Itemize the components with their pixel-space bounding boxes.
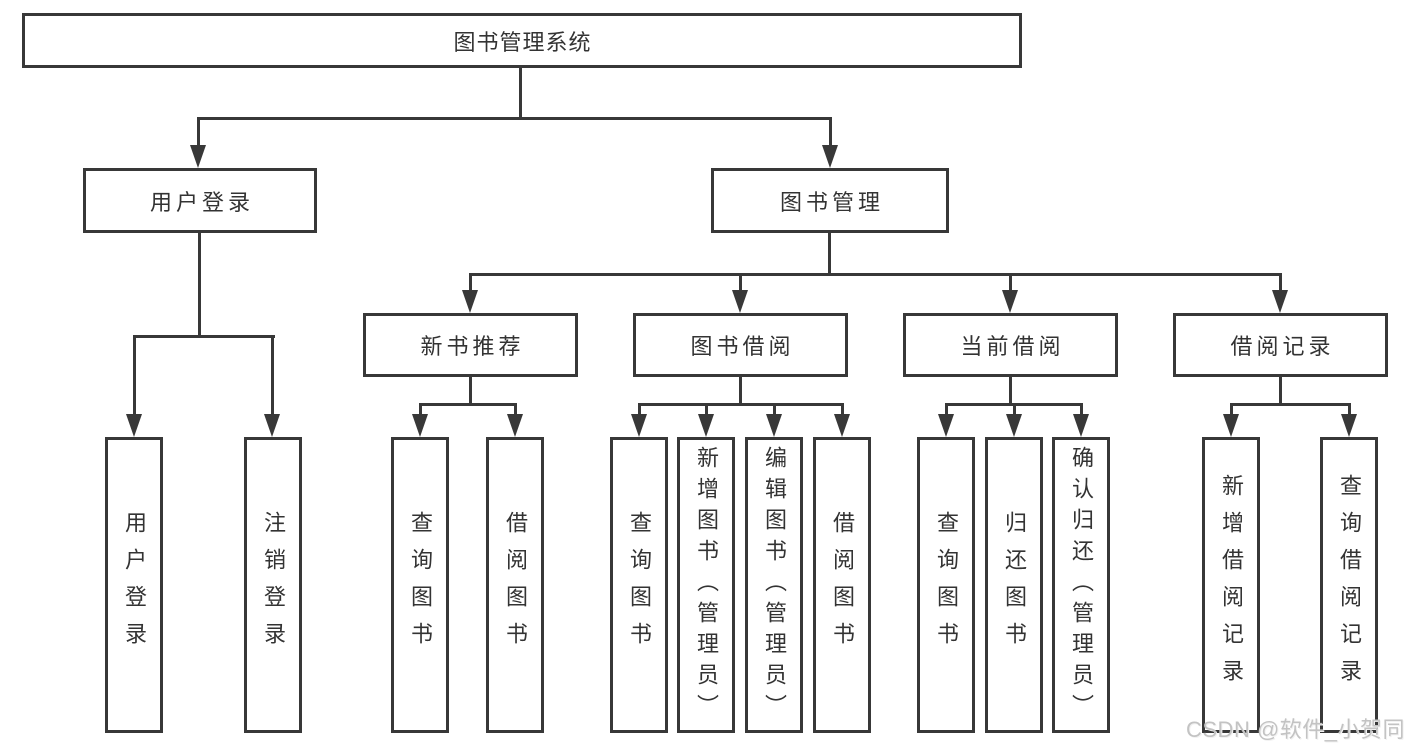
leaf-add-borrow-record-label: 新增借阅记录 (1219, 474, 1244, 696)
leaf-query-book-a: 查询图书 (391, 437, 449, 733)
connector-vline (133, 335, 136, 415)
connector-vline (1009, 273, 1012, 293)
leaf-edit-book-admin-label: 编辑图书（管理员） (762, 445, 787, 725)
arrowhead-down-icon (698, 414, 714, 437)
leaf-add-book-admin-label: 新增图书（管理员） (694, 445, 719, 725)
connector-vline (469, 273, 472, 293)
connector-vline (514, 403, 517, 417)
connector-vline (1230, 403, 1233, 417)
connector-vline (829, 117, 832, 147)
arrowhead-down-icon (462, 290, 478, 313)
leaf-borrow-book-b-label: 借阅图书 (830, 511, 855, 659)
arrowhead-down-icon (834, 414, 850, 437)
connector-vline (519, 67, 522, 117)
arrowhead-down-icon (507, 414, 523, 437)
node-book-borrow-label: 图书借阅 (690, 334, 795, 359)
arrowhead-down-icon (822, 145, 838, 168)
leaf-user-login: 用户登录 (105, 437, 163, 733)
connector-vline (773, 403, 776, 417)
connector-vline (828, 233, 831, 273)
node-current-borrow: 当前借阅 (903, 313, 1118, 377)
arrowhead-down-icon (1002, 290, 1018, 313)
leaf-logout-label: 注销登录 (261, 511, 286, 659)
leaf-edit-book-admin: 编辑图书（管理员） (745, 437, 803, 733)
arrowhead-down-icon (631, 414, 647, 437)
arrowhead-down-icon (938, 414, 954, 437)
connector-vline (1013, 403, 1016, 417)
node-book-borrow: 图书借阅 (633, 313, 848, 377)
connector-vline (1080, 403, 1083, 417)
leaf-borrow-book-a-label: 借阅图书 (503, 511, 528, 659)
node-new-book-recommend: 新书推荐 (363, 313, 578, 377)
connector-vline (1279, 273, 1282, 293)
arrowhead-down-icon (766, 414, 782, 437)
leaf-add-borrow-record: 新增借阅记录 (1202, 437, 1260, 733)
arrowhead-down-icon (1341, 414, 1357, 437)
connector-hline (1230, 403, 1351, 406)
leaf-query-book-b-label: 查询图书 (627, 511, 652, 659)
node-root: 图书管理系统 (22, 13, 1022, 68)
connector-vline (638, 403, 641, 417)
leaf-confirm-return-admin-label: 确认归还（管理员） (1069, 445, 1094, 725)
connector-hline (133, 335, 275, 338)
arrowhead-down-icon (264, 414, 280, 437)
arrowhead-down-icon (1272, 290, 1288, 313)
leaf-query-borrow-record: 查询借阅记录 (1320, 437, 1378, 733)
leaf-return-book-label: 归还图书 (1002, 511, 1027, 659)
watermark: CSDN @软件_小贺同学 (1186, 717, 1405, 742)
arrowhead-down-icon (190, 145, 206, 168)
connector-vline (271, 335, 274, 415)
leaf-query-book-c: 查询图书 (917, 437, 975, 733)
leaf-confirm-return-admin: 确认归还（管理员） (1052, 437, 1110, 733)
connector-vline (419, 403, 422, 417)
arrowhead-down-icon (732, 290, 748, 313)
node-user-login-label: 用户登录 (149, 189, 254, 215)
connector-vline (1009, 377, 1012, 403)
connector-hline (419, 403, 517, 406)
connector-vline (705, 403, 708, 417)
connector-vline (469, 377, 472, 403)
node-book-management: 图书管理 (711, 168, 949, 233)
leaf-add-book-admin: 新增图书（管理员） (677, 437, 735, 733)
leaf-query-book-b: 查询图书 (610, 437, 668, 733)
leaf-logout: 注销登录 (244, 437, 302, 733)
connector-vline (1348, 403, 1351, 417)
leaf-user-login-label: 用户登录 (122, 511, 147, 659)
connector-vline (1279, 377, 1282, 403)
leaf-borrow-book-b: 借阅图书 (813, 437, 871, 733)
node-new-book-recommend-label: 新书推荐 (420, 334, 525, 359)
connector-vline (198, 233, 201, 335)
connector-hline (197, 117, 832, 120)
arrowhead-down-icon (1223, 414, 1239, 437)
leaf-return-book: 归还图书 (985, 437, 1043, 733)
connector-vline (945, 403, 948, 417)
leaf-query-book-a-label: 查询图书 (408, 511, 433, 659)
arrowhead-down-icon (1006, 414, 1022, 437)
node-current-borrow-label: 当前借阅 (960, 334, 1065, 359)
connector-hline (469, 273, 1282, 276)
connector-hline (638, 403, 844, 406)
leaf-query-book-c-label: 查询图书 (934, 511, 959, 659)
connector-vline (739, 377, 742, 403)
leaf-borrow-book-a: 借阅图书 (486, 437, 544, 733)
node-user-login: 用户登录 (83, 168, 317, 233)
arrowhead-down-icon (412, 414, 428, 437)
connector-vline (841, 403, 844, 417)
node-borrow-records: 借阅记录 (1173, 313, 1388, 377)
node-root-label: 图书管理系统 (453, 29, 592, 55)
connector-vline (197, 117, 200, 147)
connector-vline (739, 273, 742, 293)
leaf-query-borrow-record-label: 查询借阅记录 (1337, 474, 1362, 696)
node-book-management-label: 图书管理 (779, 189, 884, 215)
node-borrow-records-label: 借阅记录 (1230, 334, 1335, 359)
arrowhead-down-icon (1073, 414, 1089, 437)
arrowhead-down-icon (126, 414, 142, 437)
